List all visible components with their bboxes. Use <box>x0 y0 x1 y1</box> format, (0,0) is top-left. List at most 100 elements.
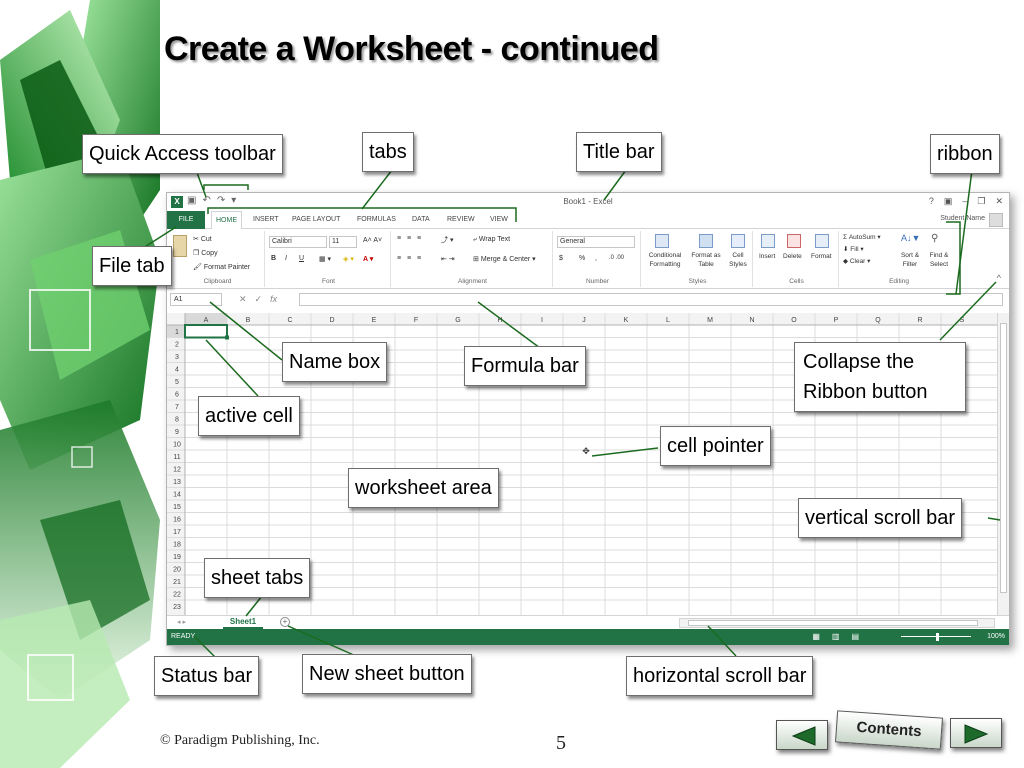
row-header-12[interactable]: 12 <box>173 467 181 474</box>
tab-home[interactable]: HOME <box>211 211 242 230</box>
vertical-scroll-thumb[interactable] <box>1000 323 1007 593</box>
percent-button[interactable]: % <box>579 255 586 262</box>
format-as-table-icon[interactable] <box>699 234 713 248</box>
format-button[interactable]: Format <box>811 253 832 260</box>
paste-icon[interactable] <box>173 235 187 257</box>
name-box[interactable]: A1 <box>170 293 222 306</box>
column-header-g[interactable]: G <box>455 317 460 324</box>
tab-view[interactable]: VIEW <box>490 216 508 223</box>
undo-icon[interactable]: ↶ <box>202 195 211 206</box>
avatar[interactable] <box>989 213 1003 227</box>
column-header-d[interactable]: D <box>329 317 334 324</box>
enter-icon[interactable]: ✓ <box>254 294 263 304</box>
row-header-11[interactable]: 11 <box>173 454 180 461</box>
grow-font-icon[interactable]: A˄ A˅ <box>363 237 383 244</box>
column-header-n[interactable]: N <box>749 317 754 324</box>
save-icon[interactable]: ▣ <box>187 195 197 206</box>
row-header-23[interactable]: 23 <box>173 604 181 611</box>
insert-button[interactable]: Insert <box>759 253 776 260</box>
column-header-l[interactable]: L <box>666 317 670 324</box>
row-header-8[interactable]: 8 <box>175 417 179 424</box>
row-header-22[interactable]: 22 <box>173 592 181 599</box>
zoom-slider-knob[interactable] <box>936 633 939 641</box>
delete-cells-icon[interactable] <box>787 234 801 248</box>
column-header-k[interactable]: K <box>624 317 629 324</box>
row-header-20[interactable]: 20 <box>173 567 181 574</box>
row-header-15[interactable]: 15 <box>173 504 181 511</box>
autosum-button[interactable]: Σ AutoSum ▾ <box>843 234 881 241</box>
restore-icon[interactable]: ❐ <box>977 196 986 206</box>
bold-button[interactable]: B <box>271 255 277 262</box>
row-header-13[interactable]: 13 <box>173 479 181 486</box>
delete-button[interactable]: Delete <box>783 253 802 260</box>
merge-center-button[interactable]: ⊞ Merge & Center ▾ <box>473 256 536 263</box>
fill-handle[interactable] <box>225 335 229 340</box>
cancel-icon[interactable]: ✕ <box>239 294 247 304</box>
column-header-c[interactable]: C <box>287 317 292 324</box>
row-header-17[interactable]: 17 <box>173 529 181 536</box>
contents-button[interactable]: Contents <box>835 710 943 750</box>
row-header-10[interactable]: 10 <box>173 442 181 449</box>
row-header-3[interactable]: 3 <box>175 354 179 361</box>
clear-button[interactable]: ◆ Clear ▾ <box>843 258 871 265</box>
column-header-h[interactable]: H <box>497 317 502 324</box>
number-format-select[interactable]: General <box>557 236 635 248</box>
comma-button[interactable]: , <box>595 255 597 262</box>
font-size-select[interactable]: 11 <box>329 236 357 248</box>
cell-styles-button[interactable]: Cell Styles <box>729 252 747 268</box>
currency-button[interactable]: $ <box>559 255 563 262</box>
row-header-4[interactable]: 4 <box>175 367 179 374</box>
column-header-f[interactable]: F <box>414 317 418 324</box>
next-slide-button[interactable] <box>950 718 1002 748</box>
format-painter-button[interactable]: 🖌 Format Painter <box>193 264 251 271</box>
ribbon-display-icon[interactable]: ▣ <box>943 196 953 206</box>
sort-filter-icon[interactable]: A↓▼ <box>901 233 921 243</box>
row-header-1[interactable]: 1 <box>175 329 179 336</box>
cell-styles-icon[interactable] <box>731 234 745 248</box>
help-icon[interactable]: ? <box>928 196 934 206</box>
column-header-s[interactable]: S <box>960 317 965 324</box>
column-header-q[interactable]: Q <box>875 317 881 324</box>
row-header-2[interactable]: 2 <box>175 342 179 349</box>
active-cell[interactable] <box>184 324 228 339</box>
row-header-21[interactable]: 21 <box>173 579 181 586</box>
vertical-align-icons[interactable]: ≡ ≡ ≡ <box>397 235 424 242</box>
row-header-18[interactable]: 18 <box>173 542 181 549</box>
conditional-formatting-button[interactable]: Conditional Formatting <box>648 252 682 268</box>
find-icon[interactable]: ⚲ <box>931 233 939 244</box>
sheet-tab-sheet1[interactable]: Sheet1 <box>223 616 263 629</box>
redo-icon[interactable]: ↷ <box>216 195 226 206</box>
orientation-icon[interactable]: ⤴ ▾ <box>441 237 454 244</box>
font-color-icon[interactable]: A ▾ <box>363 256 374 263</box>
horizontal-scroll-thumb[interactable] <box>688 620 978 626</box>
new-sheet-button[interactable]: + <box>280 617 290 627</box>
page-break-view-icon[interactable]: ▤ <box>851 632 859 641</box>
insert-function-icon[interactable]: fx <box>270 294 278 304</box>
user-name[interactable]: Student Name <box>940 215 985 222</box>
horizontal-scroll-bar[interactable] <box>679 618 995 628</box>
column-header-e[interactable]: E <box>372 317 377 324</box>
row-header-14[interactable]: 14 <box>173 492 181 499</box>
zoom-level[interactable]: 100% <box>987 633 1005 640</box>
indent-icons[interactable]: ⇤ ⇥ <box>441 256 455 263</box>
column-header-j[interactable]: J <box>582 317 586 324</box>
conditional-formatting-icon[interactable] <box>655 234 669 248</box>
column-header-b[interactable]: B <box>246 317 251 324</box>
find-select-button[interactable]: Find & Select <box>929 252 949 268</box>
fill-color-icon[interactable]: ◈ ▾ <box>343 256 354 263</box>
insert-cells-icon[interactable] <box>761 234 775 248</box>
column-header-p[interactable]: P <box>834 317 839 324</box>
row-header-19[interactable]: 19 <box>173 554 181 561</box>
formula-input[interactable] <box>299 293 1003 306</box>
page-layout-view-icon[interactable]: ▥ <box>831 632 840 641</box>
cut-button[interactable]: ✂ Cut <box>193 236 212 243</box>
column-header-o[interactable]: O <box>791 317 797 324</box>
column-header-m[interactable]: M <box>707 317 713 324</box>
tab-insert[interactable]: INSERT <box>253 216 279 223</box>
tab-formulas[interactable]: FORMULAS <box>357 216 396 223</box>
row-header-7[interactable]: 7 <box>175 404 179 411</box>
column-header-a[interactable]: A <box>204 317 209 324</box>
normal-view-icon[interactable]: ▦ <box>812 632 820 641</box>
column-header-r[interactable]: R <box>917 317 922 324</box>
underline-button[interactable]: U <box>299 255 305 262</box>
